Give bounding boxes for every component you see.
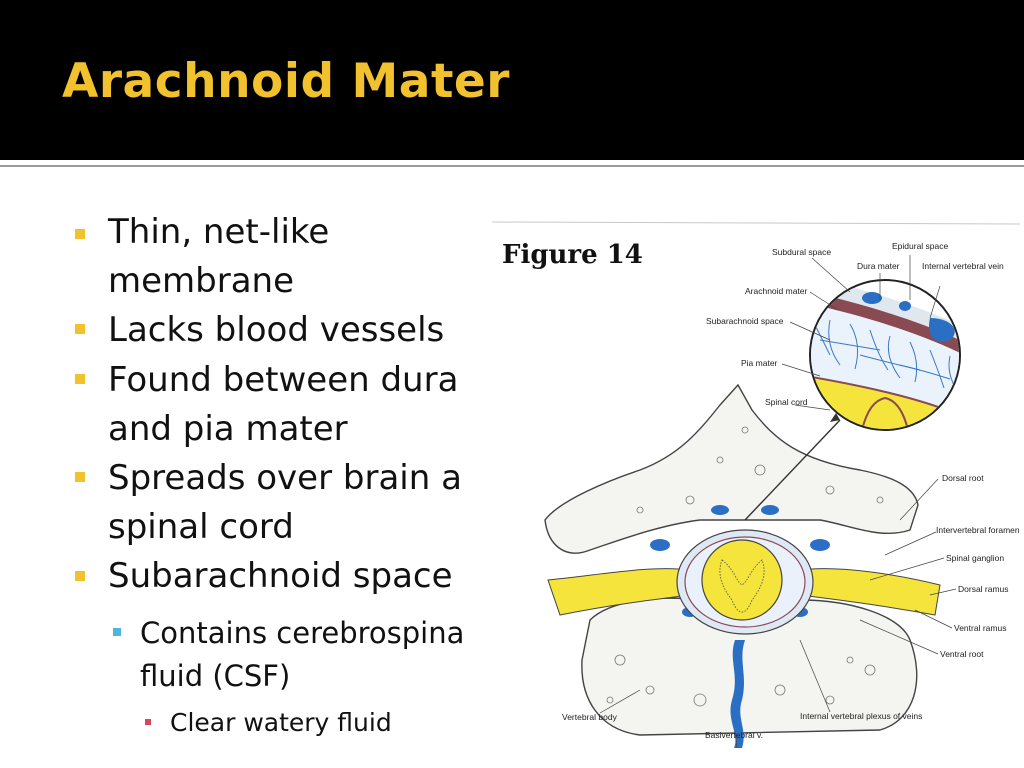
sub-sub-bullet-marker	[145, 719, 151, 725]
bullet-text: Lacks blood vessels	[108, 310, 445, 350]
label-pia-mater: Pia mater	[741, 358, 778, 368]
bullet-marker	[75, 374, 85, 384]
bullet-text-continued: membrane	[108, 261, 295, 301]
bullet-marker	[75, 324, 85, 334]
bullet-text: Thin, net-like	[108, 212, 330, 252]
bullet-marker	[75, 472, 85, 482]
sub-bullet-marker	[113, 628, 121, 636]
label-intervertebral-foramen: Intervertebral foramen	[936, 525, 1020, 535]
label-subdural-space: Subdural space	[772, 247, 831, 257]
title-divider	[0, 160, 1024, 164]
bullet-marker	[75, 571, 85, 581]
label-dura-mater: Dura mater	[857, 261, 900, 271]
label-vertebral-body: Vertebral body	[562, 712, 618, 722]
label-spinal-cord: Spinal cord	[765, 397, 808, 407]
bullet-text: Spreads over brain a	[108, 458, 462, 498]
label-ventral-ramus: Ventral ramus	[954, 623, 1006, 633]
label-dorsal-root: Dorsal root	[942, 473, 984, 483]
slide-title: Arachnoid Mater	[62, 54, 510, 109]
label-epidural-space: Epidural space	[892, 241, 949, 251]
label-subarachnoid-space: Subarachnoid space	[706, 316, 784, 326]
label-basivertebral-v: Basivertebral v.	[705, 730, 763, 740]
label-spinal-ganglion: Spinal ganglion	[946, 553, 1004, 563]
title-divider-line	[0, 165, 1024, 167]
bullet-text: Subarachnoid space	[108, 556, 453, 596]
bullet-text-continued: and pia mater	[108, 409, 348, 449]
spinal-cord-figure: Subdural space Epidural space Dura mater…	[490, 215, 1024, 768]
sub-sub-bullet-text: Clear watery fluid	[170, 708, 392, 737]
bullet-text: Found between dura	[108, 360, 459, 400]
label-internal-vertebral-plexus: Internal vertebral plexus of veins	[800, 711, 922, 721]
title-bar	[0, 0, 1024, 160]
figure-title: Figure 14	[502, 240, 643, 270]
sub-bullet-text: Contains cerebrospina	[140, 616, 465, 650]
label-internal-vertebral-vein: Internal vertebral vein	[922, 261, 1004, 271]
label-ventral-root: Ventral root	[940, 649, 984, 659]
sub-bullet-text-continued: fluid (CSF)	[140, 659, 291, 693]
label-dorsal-ramus: Dorsal ramus	[958, 584, 1009, 594]
bullet-marker	[75, 229, 85, 239]
bullet-list: Thin, net-like membrane Lacks blood vess…	[0, 0, 500, 768]
label-arachnoid-mater: Arachnoid mater	[745, 286, 808, 296]
bullet-text-continued: spinal cord	[108, 507, 294, 547]
